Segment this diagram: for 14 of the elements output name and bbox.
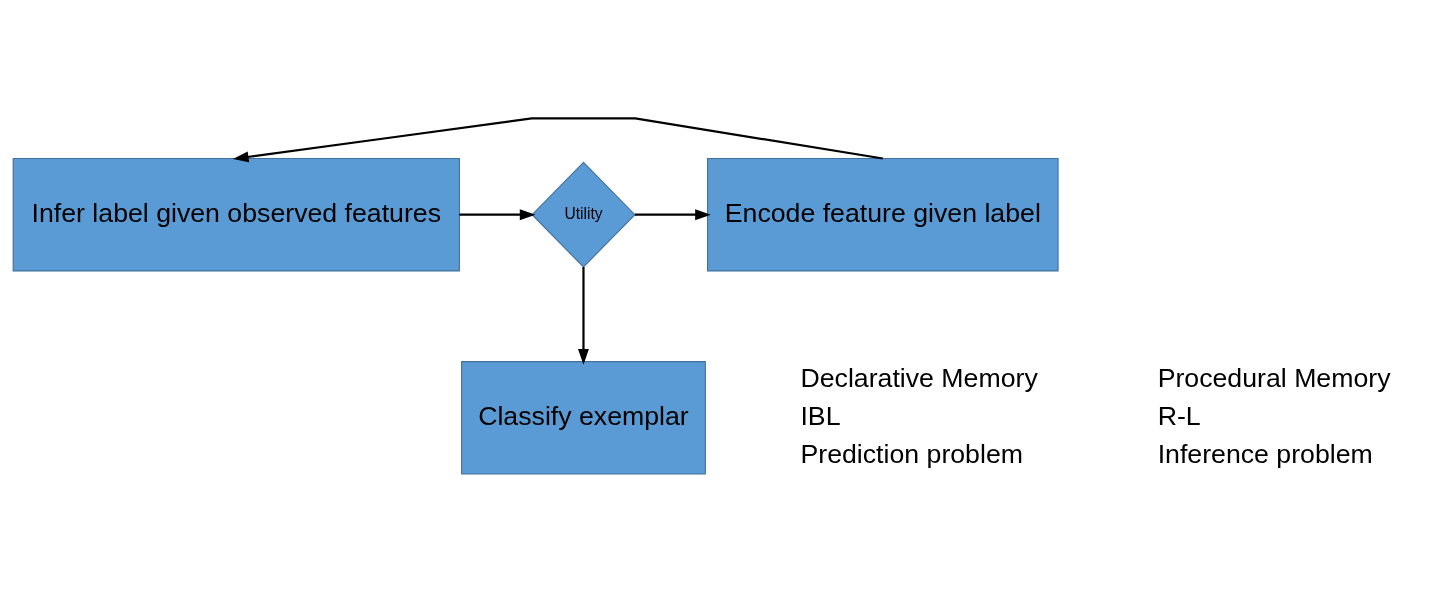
arrow [459, 208, 536, 220]
label: Inference problem [1157, 438, 1373, 469]
arrow [578, 266, 589, 365]
label: IBL [800, 400, 841, 431]
node-box: Classify exemplar [461, 360, 706, 475]
node-box: Encode feature given label [707, 157, 1059, 271]
label: Declarative Memory [800, 362, 1038, 393]
arrow [634, 208, 711, 220]
label: Prediction problem [800, 438, 1023, 469]
label: R-L [1157, 400, 1201, 431]
node-box: Infer label given observed features [12, 157, 460, 271]
label: Procedural Memory [1157, 362, 1391, 393]
arrow [232, 116, 883, 162]
node-diamond: Utility [531, 161, 636, 268]
